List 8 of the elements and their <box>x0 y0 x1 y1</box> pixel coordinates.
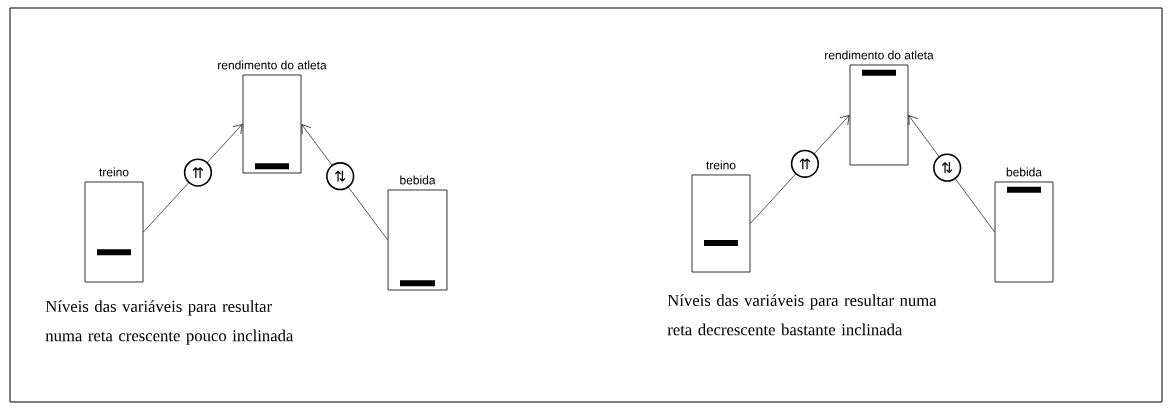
box-heading: bebida <box>1006 167 1042 177</box>
caption: Níveis das variáveis para resultar numa reta crescente pouco inclinada <box>45 300 294 345</box>
caption: Níveis das variáveis para resultar numa reta decrescente bastante inclinada <box>667 294 937 336</box>
box-heading: bebida <box>400 175 436 185</box>
box-heading: treino <box>99 167 129 177</box>
box-heading: treino <box>706 160 736 170</box>
box-heading: rendimento do atleta <box>825 50 934 60</box>
box-heading: rendimento do atleta <box>218 60 327 70</box>
